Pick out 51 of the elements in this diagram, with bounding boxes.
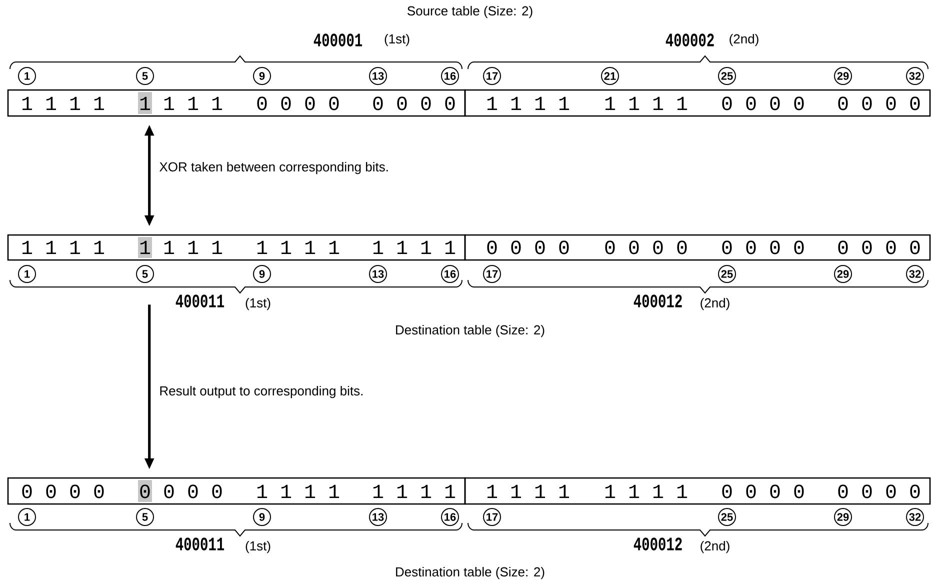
register-address: 400002	[666, 34, 714, 46]
bit-number: 13	[369, 508, 387, 526]
register-box: 0 0 0 0 0 0 0 0 0 0 0 0 0 0 0 0	[464, 234, 931, 261]
register-address: 400011	[176, 538, 224, 550]
edge-label: XOR taken between corresponding bits.	[160, 162, 388, 174]
edge-label: Result output to corresponding bits.	[160, 386, 362, 398]
table-caption: Destination table (Size: 2)	[396, 324, 544, 338]
register-address: 400011	[176, 294, 224, 308]
bit-number: 21	[601, 67, 619, 85]
register-address: 400012	[634, 294, 682, 308]
bit-number: 1	[18, 508, 36, 526]
register-address: 400001	[314, 34, 362, 46]
bit-number: 29	[834, 508, 852, 526]
bit-number: 17	[483, 67, 501, 85]
word-order: (1st)	[384, 34, 410, 46]
bit-number: 5	[136, 265, 154, 283]
bit-number: 16	[441, 508, 459, 526]
bit-number: 9	[253, 265, 271, 283]
bit-number: 13	[369, 67, 387, 85]
bit-number: 32	[906, 265, 924, 283]
register-box: 1 1 1 1 1 1 1 1 0 0 0 0 0 0 0 0	[464, 89, 931, 117]
register-box: 1 1 1 1 1 1 1 1 0 0 0 0 0 0 0 0	[464, 477, 931, 505]
bit-number: 1	[18, 67, 36, 85]
word-order: (1st)	[246, 298, 270, 310]
bit-number: 29	[834, 265, 852, 283]
word-order: (2nd)	[730, 34, 758, 46]
register-box: 0 0 0 0 0 0 0 0 1 1 1 1 1 1 1 1	[7, 477, 466, 505]
word-order: (2nd)	[700, 540, 730, 554]
bit-number: 16	[441, 67, 459, 85]
bit-number: 25	[718, 508, 736, 526]
bit-number: 9	[253, 508, 271, 526]
bit-number: 32	[906, 67, 924, 85]
bit-number: 9	[253, 67, 271, 85]
register-box: 1 1 1 1 1 1 1 1 0 0 0 0 0 0 0 0	[7, 89, 466, 117]
bit-number: 13	[369, 265, 387, 283]
bit-number: 1	[18, 265, 36, 283]
bit-number: 17	[483, 265, 501, 283]
bit-number: 5	[136, 508, 154, 526]
bit-number: 16	[441, 265, 459, 283]
bit-number: 32	[906, 508, 924, 526]
word-order: (2nd)	[700, 298, 730, 310]
bit-number: 5	[136, 67, 154, 85]
table-caption: Source table (Size: 2)	[408, 6, 532, 18]
bit-number: 25	[718, 265, 736, 283]
table-caption: Destination table (Size: 2)	[396, 566, 544, 580]
register-box: 1 1 1 1 1 1 1 1 1 1 1 1 1 1 1 1	[7, 234, 466, 261]
bit-number: 17	[483, 508, 501, 526]
word-order: (1st)	[246, 540, 270, 554]
bit-number: 25	[718, 67, 736, 85]
bit-number: 29	[834, 67, 852, 85]
register-address: 400012	[634, 538, 682, 550]
